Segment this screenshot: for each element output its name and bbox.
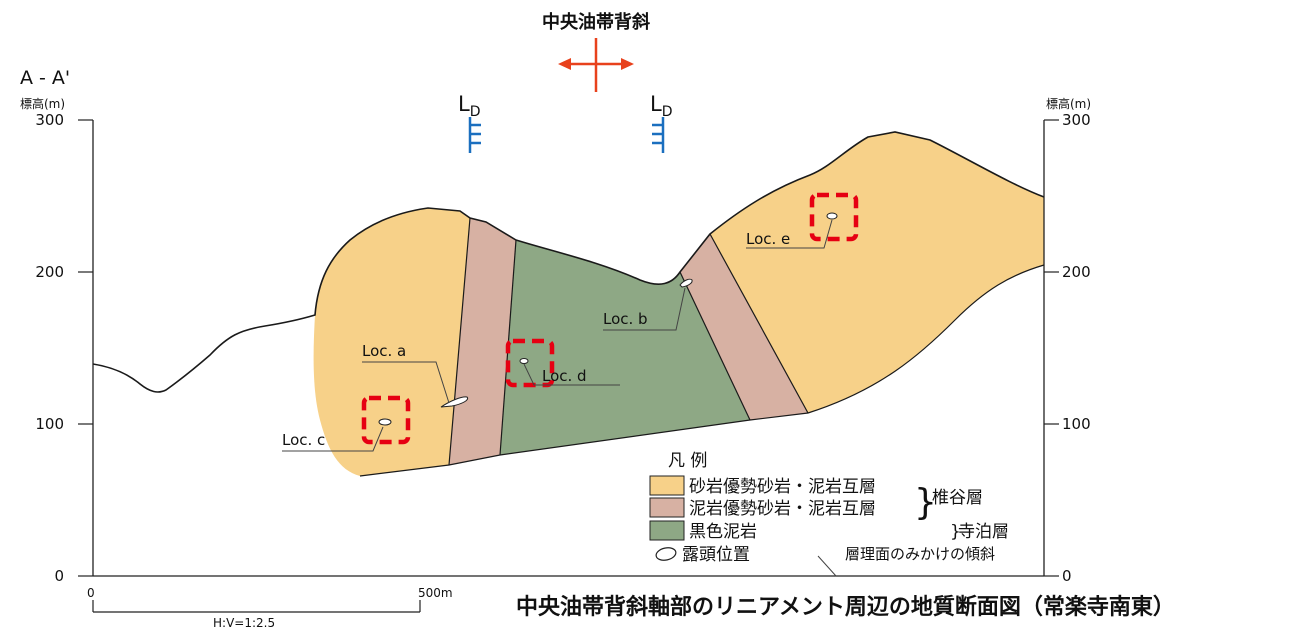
- sandstone-unit-west: [313, 208, 470, 476]
- legend-bedding-label: 層理面のみかけの傾斜: [845, 545, 995, 563]
- outcrop-icon: [826, 212, 838, 220]
- svg-text:Loc. b: Loc. b: [603, 310, 648, 328]
- left-tick-100: 100: [35, 415, 64, 433]
- legend-swatch-mudstone-alt: [649, 497, 685, 518]
- outcrop-icon: [378, 418, 392, 426]
- right-tick-0: 0: [1062, 567, 1072, 585]
- scale-start-label: 0: [87, 586, 95, 600]
- loc-c-marker: [361, 395, 411, 445]
- left-tick-0: 0: [54, 567, 64, 585]
- lineament-label-1: LD: [458, 92, 480, 120]
- svg-text:Loc. a: Loc. a: [362, 342, 406, 360]
- legend-swatch-black-mudstone: [649, 520, 685, 541]
- right-ticks: [1044, 119, 1059, 577]
- anticline-label: 中央油帯背斜: [542, 11, 650, 33]
- right-tick-100: 100: [1062, 415, 1091, 433]
- left-axis-unit: 標高(m): [20, 96, 65, 111]
- lineament-marker-icon: [468, 117, 481, 153]
- loc-d-marker: [505, 338, 555, 388]
- scale-end-label: 500m: [418, 586, 453, 600]
- sandstone-unit-east: [710, 132, 1044, 413]
- left-tick-300: 300: [35, 111, 64, 129]
- outcrop-icon: [440, 396, 469, 408]
- lineament-subscript: D: [470, 104, 481, 120]
- brace-icon: }: [950, 522, 961, 542]
- legend-outcrop-icon: [655, 547, 677, 561]
- legend-bedding-icon: [817, 555, 837, 577]
- section-label: A - A': [20, 67, 70, 89]
- contact-line: [709, 233, 809, 414]
- lineament-label-2: LD: [650, 92, 672, 120]
- legend: 凡 例 砂岩優勢砂岩・泥岩互層 泥岩優勢砂岩・泥岩互層 黒色泥岩 } 椎谷層 }…: [649, 451, 1009, 577]
- lineament-marker-icon: [652, 117, 665, 153]
- loc-e: Loc. e: [746, 192, 859, 249]
- legend-group-teradomari: 寺泊層: [958, 522, 1009, 542]
- outcrop-icon: [679, 278, 693, 288]
- anticline-axis-icon: [558, 38, 634, 92]
- legend-item-mudstone-alt: 泥岩優勢砂岩・泥岩互層: [689, 499, 876, 519]
- legend-title: 凡 例: [668, 451, 707, 471]
- legend-swatch-sandstone: [649, 475, 685, 496]
- loc-a: Loc. a: [362, 342, 469, 408]
- right-tick-200: 200: [1062, 263, 1091, 281]
- legend-item-black-mudstone: 黒色泥岩: [689, 522, 757, 542]
- outcrop-icon: [519, 358, 529, 364]
- black-mudstone-unit: [500, 240, 750, 455]
- contact-line: [448, 217, 471, 466]
- loc-d: Loc. d: [505, 338, 620, 388]
- loc-c: Loc. c: [282, 395, 411, 452]
- loc-b: Loc. b: [603, 278, 693, 331]
- scale-bar: [92, 600, 421, 613]
- scale-ratio: H:V=1:2.5: [213, 616, 275, 630]
- lineament-letter: L: [650, 92, 662, 116]
- svg-text:Loc. d: Loc. d: [542, 367, 587, 385]
- svg-text:Loc. e: Loc. e: [746, 230, 790, 248]
- contact-line: [679, 271, 751, 421]
- lower-boundary: [359, 264, 1045, 477]
- left-tick-200: 200: [35, 263, 64, 281]
- legend-item-sandstone: 砂岩優勢砂岩・泥岩互層: [689, 477, 876, 497]
- legend-outcrop-label: 露頭位置: [682, 545, 750, 565]
- legend-group-shiiya: 椎谷層: [932, 488, 983, 508]
- mudstone-alternation-unit-west: [449, 218, 516, 465]
- figure-caption: 中央油帯背斜軸部のリニアメント周辺の地質断面図（常楽寺南東）: [516, 594, 1175, 620]
- right-tick-300: 300: [1062, 111, 1091, 129]
- svg-text:Loc. c: Loc. c: [282, 431, 325, 449]
- lineament-letter: L: [458, 92, 470, 116]
- brace-icon: }: [914, 482, 937, 523]
- right-axis-unit: 標高(m): [1046, 96, 1091, 111]
- loc-e-marker: [809, 192, 859, 242]
- mudstone-alternation-unit-east: [680, 234, 808, 420]
- lineament-subscript: D: [662, 104, 673, 120]
- left-ticks: [78, 119, 93, 577]
- topographic-surface: [92, 131, 1045, 393]
